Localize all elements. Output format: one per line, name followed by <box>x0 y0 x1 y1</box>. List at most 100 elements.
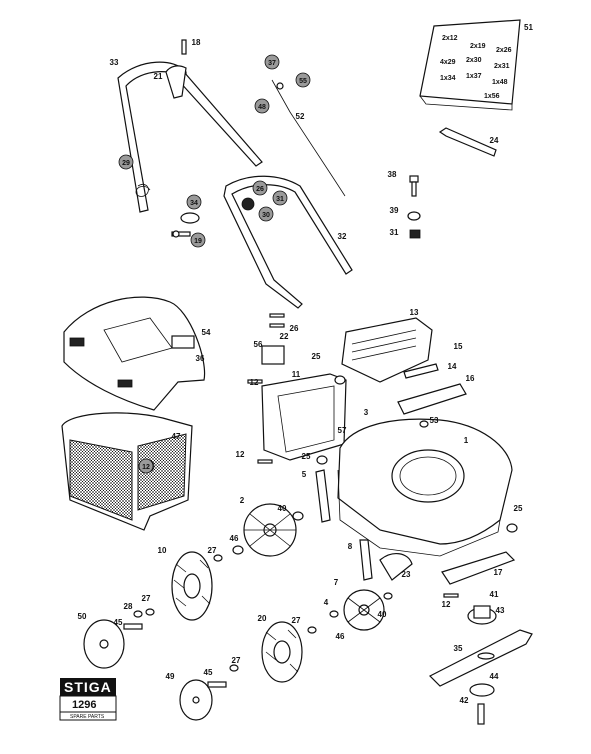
callout-c20: 20 <box>258 614 267 623</box>
callout-c27b: 27 <box>142 594 151 603</box>
callout-c40a: 40 <box>278 504 287 513</box>
callout-c40b: 40 <box>378 610 387 619</box>
kit-item: 1x37 <box>466 73 482 80</box>
kit-bag-number: 51 <box>524 23 533 32</box>
callout-c26b: 26 <box>290 324 299 333</box>
axle-bolt-part <box>123 623 227 688</box>
callout-c54: 54 <box>202 328 211 337</box>
bolt-nut-part <box>407 175 421 239</box>
cable-part <box>271 79 346 197</box>
callout-c42: 42 <box>460 696 469 705</box>
callout-c24: 24 <box>490 136 499 145</box>
callout-number: 33 <box>110 58 119 67</box>
callout-circle <box>138 458 154 474</box>
callout-c29: 29 <box>118 154 134 170</box>
callout-number: 31 <box>276 196 284 203</box>
callout-number: 25 <box>312 352 321 361</box>
callout-number: 12 <box>142 464 150 471</box>
callout-c31b: 31 <box>390 228 399 237</box>
callout-c27a: 27 <box>208 546 217 555</box>
callout-c55: 55 <box>295 72 311 88</box>
engine-cover-part <box>341 317 433 383</box>
kit-item: 2x12 <box>442 35 458 42</box>
callout-c4: 4 <box>324 598 329 607</box>
callout-number: 24 <box>490 136 499 145</box>
rear-flap-part <box>261 345 347 461</box>
callout-circle <box>254 98 270 114</box>
upper-cover-part <box>63 296 206 411</box>
callout-c28: 28 <box>124 602 133 611</box>
callout-circle <box>272 190 288 206</box>
height-adjuster-part <box>359 539 413 581</box>
callout-number: 8 <box>348 542 353 551</box>
callout-c10: 10 <box>158 546 167 555</box>
callout-number: 20 <box>258 614 267 623</box>
callout-c45a: 45 <box>114 618 123 627</box>
callout-c30: 30 <box>258 206 274 222</box>
callout-circle <box>258 206 274 222</box>
callout-c8: 8 <box>348 542 353 551</box>
callout-number: 27 <box>142 594 151 603</box>
callout-circle <box>252 180 268 196</box>
callout-c27d: 27 <box>232 656 241 665</box>
callout-c25c: 25 <box>514 504 523 513</box>
callout-number: 48 <box>258 104 266 111</box>
callout-c56: 56 <box>254 340 263 349</box>
hubcap-part <box>83 619 213 721</box>
callout-c45b: 45 <box>204 668 213 677</box>
callout-c18: 18 <box>192 38 201 47</box>
callout-number: 27 <box>232 656 241 665</box>
callout-c34: 34 <box>186 194 202 210</box>
callout-c19: 19 <box>190 232 206 248</box>
kit-item: 1x48 <box>492 79 508 86</box>
callout-number: 45 <box>204 668 213 677</box>
callout-number: 42 <box>460 696 469 705</box>
logo-number: 1296 <box>72 699 96 711</box>
allen-key-part <box>438 127 497 157</box>
callout-number: 41 <box>490 590 499 599</box>
callout-number: 19 <box>194 238 202 245</box>
callout-circle <box>190 232 206 248</box>
callout-c38: 38 <box>388 170 397 179</box>
kit-item: 2x26 <box>496 47 512 54</box>
callout-c13: 13 <box>410 308 419 317</box>
guide-bar-part <box>397 363 467 415</box>
callout-number: 52 <box>296 112 305 121</box>
callout-number: 27 <box>292 616 301 625</box>
callout-c43: 43 <box>496 606 505 615</box>
callout-number: 36 <box>196 354 205 363</box>
callout-number: 25 <box>302 452 311 461</box>
kit-item: 2x31 <box>494 63 510 70</box>
callout-c1: 1 <box>464 436 469 445</box>
callout-number: 10 <box>158 546 167 555</box>
callout-number: 53 <box>430 416 439 425</box>
callout-number: 28 <box>124 602 133 611</box>
callout-c26a: 26 <box>252 180 268 196</box>
callout-number: 40 <box>278 504 287 513</box>
callout-layer: 1833213755485224293419263130323839311354… <box>78 38 523 705</box>
callout-number: 12 <box>442 600 451 609</box>
callout-number: 12 <box>250 378 259 387</box>
callout-c25b: 25 <box>302 452 311 461</box>
callout-c5: 5 <box>302 470 307 479</box>
kit-item: 2x19 <box>470 43 486 50</box>
callout-number: 17 <box>494 568 503 577</box>
blade-part <box>428 629 533 687</box>
callout-c17: 17 <box>494 568 503 577</box>
rear-wheel-hub-part <box>243 503 297 557</box>
handle-knob-part <box>171 212 200 238</box>
spring-part <box>135 184 151 197</box>
callout-c53: 53 <box>430 416 439 425</box>
callout-c22: 22 <box>280 332 289 341</box>
callout-number: 35 <box>454 644 463 653</box>
front-tyre-part <box>261 621 303 683</box>
stiga-logo: STIGA 1296 SPARE PARTS <box>59 678 117 721</box>
callout-number: 30 <box>262 212 270 219</box>
callout-number: 25 <box>514 504 523 513</box>
callout-c23: 23 <box>402 570 411 579</box>
blade-adapter-part <box>467 605 497 725</box>
label-plate-part <box>171 335 195 349</box>
grass-bag-part <box>61 412 193 531</box>
callout-number: 40 <box>378 610 387 619</box>
